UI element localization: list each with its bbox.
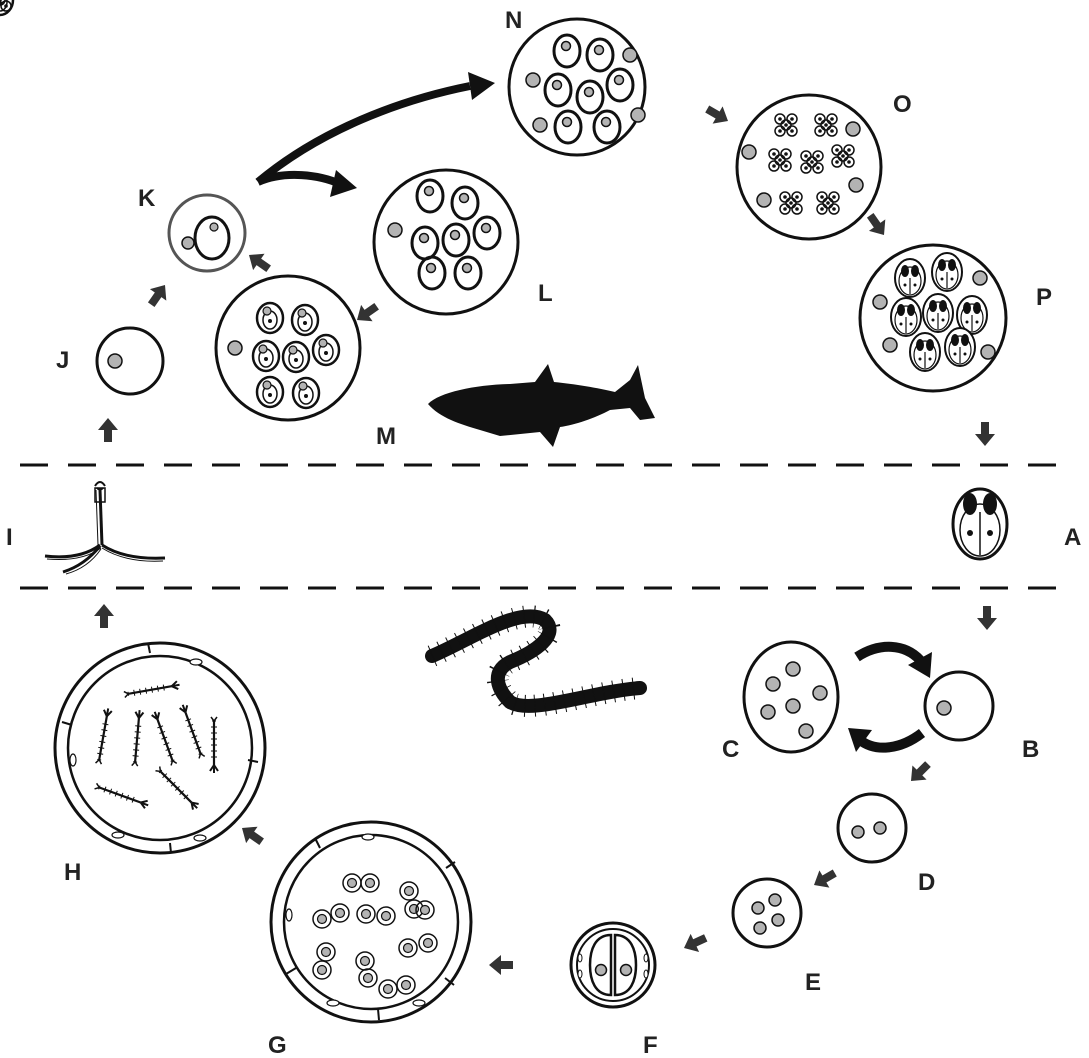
label-f: F [643,1032,658,1058]
stage-p-spore-mass [860,245,1006,391]
label-k: K [138,185,156,212]
label-i: I [6,524,13,551]
label-d: D [918,869,935,896]
stage-k-cell [169,195,245,271]
stage-labels: N O P L M K J I A C B D E F G H [6,7,1081,1058]
stage-c-cell [744,642,838,752]
label-j: J [56,347,69,374]
stage-b-cell [925,672,993,740]
label-a: A [1064,524,1081,551]
label-e: E [805,969,821,996]
stage-e-cell [733,879,801,947]
label-m: M [376,423,396,450]
label-o: O [893,91,912,118]
label-c: C [722,736,739,763]
stage-d-cell [838,794,906,862]
oligochaete-worm-icon [432,616,640,706]
triactinomyxon-spore-icon [45,482,165,574]
stage-j-cell [97,328,163,394]
stage-n-cell-mass [509,19,645,155]
label-g: G [268,1032,287,1058]
label-p: P [1036,284,1052,311]
label-h: H [64,859,81,886]
myxospore-icon [953,489,1007,559]
label-b: B [1022,736,1039,763]
label-n: N [505,7,522,34]
fish-silhouette-icon [428,364,655,447]
stage-h-pansporocyst [55,643,265,853]
stage-g-pansporocyst [271,822,471,1022]
label-l: L [538,280,553,307]
stage-l-cell-mass [374,170,518,314]
stage-f-cell [571,923,655,1007]
